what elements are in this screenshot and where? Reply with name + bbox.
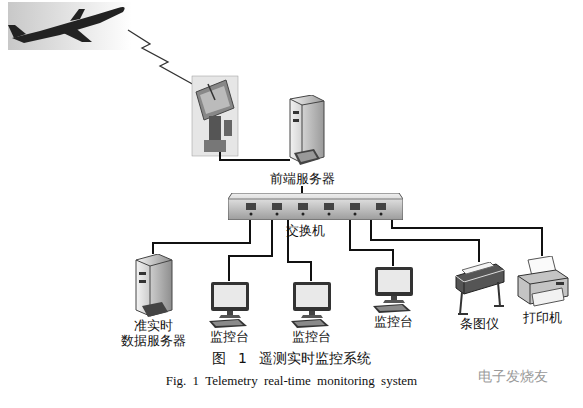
node-label: 条图仪 xyxy=(448,316,510,331)
plotter-node: 条图仪 xyxy=(448,262,510,331)
node-label: 监控台 xyxy=(362,314,424,329)
console-node: 监控台 xyxy=(280,281,342,344)
network-cable xyxy=(371,220,479,262)
node-label: 监控台 xyxy=(280,329,342,344)
antenna-cable xyxy=(220,152,290,160)
network-cable xyxy=(153,220,250,254)
figure-caption: 图 1 遥测实时监控系统 xyxy=(0,350,583,368)
radio-link xyxy=(128,30,196,86)
switch-node: 交换机 xyxy=(228,193,403,220)
console-node: 监控台 xyxy=(198,281,260,344)
data-server-node: 准实时 数据服务器 xyxy=(110,254,196,348)
sky-backdrop xyxy=(8,2,132,50)
antenna-illustration xyxy=(192,76,238,156)
node-label: 准实时 数据服务器 xyxy=(110,318,196,348)
node-label: 交换机 xyxy=(286,223,325,238)
network-cable xyxy=(392,220,542,256)
airplane-illustration xyxy=(8,7,125,43)
node-label: 监控台 xyxy=(198,329,260,344)
node-label: 打印机 xyxy=(510,310,574,325)
printer-node: 打印机 xyxy=(510,256,574,325)
node-label: 前端服务器 xyxy=(262,171,342,186)
network-cable xyxy=(229,220,272,281)
console-node: 监控台 xyxy=(362,266,424,329)
network-cable xyxy=(301,186,303,193)
watermark: 电子发烧友 xyxy=(478,368,578,386)
server-node: 前端服务器 xyxy=(262,95,342,186)
